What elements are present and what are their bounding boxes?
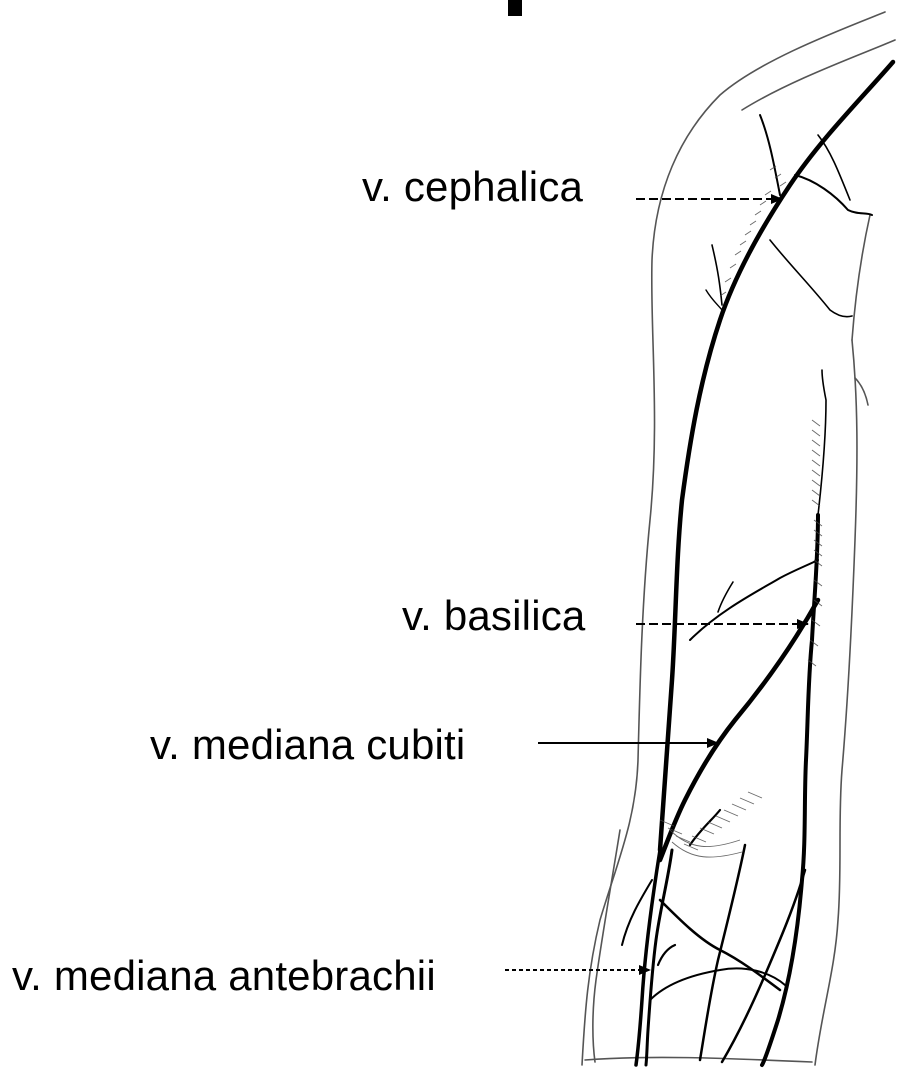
label-v-basilica: v. basilica: [402, 595, 586, 637]
label-v-mediana-cubiti: v. mediana cubiti: [150, 724, 465, 766]
arm-outline-medial-flap: [855, 378, 868, 405]
arm-outline-medial: [815, 340, 857, 1065]
vein-shoulder-branch-4: [770, 240, 852, 317]
vein-forearm-branch-5: [650, 968, 785, 1000]
arm-outline-lateral-inner: [742, 40, 895, 110]
vein-branch-upper-arm: [690, 560, 818, 640]
arm-outline-wrist-left: [593, 830, 620, 1062]
vein-forearm-branch-6: [658, 945, 675, 965]
vein-shoulder-branch-1: [760, 115, 780, 195]
leader-arrows: [505, 199, 808, 970]
vein-forearm-branch-1: [660, 900, 780, 990]
vein-shoulder-branch-6: [706, 290, 722, 310]
vein-mediana-cubiti: [660, 600, 818, 860]
vein-basilica-upper: [818, 370, 826, 515]
arm-outline: [582, 12, 895, 1065]
label-v-mediana-antebrachii: v. mediana antebrachii: [12, 955, 436, 997]
arm-outline-medial-shoulder: [852, 215, 870, 340]
arm-outline-wrist: [585, 1057, 812, 1062]
vein-shoulder-branch-2: [795, 175, 872, 215]
label-v-cephalica: v. cephalica: [362, 166, 583, 208]
vein-forearm-branch-7: [690, 810, 720, 845]
veins: [622, 62, 893, 1065]
